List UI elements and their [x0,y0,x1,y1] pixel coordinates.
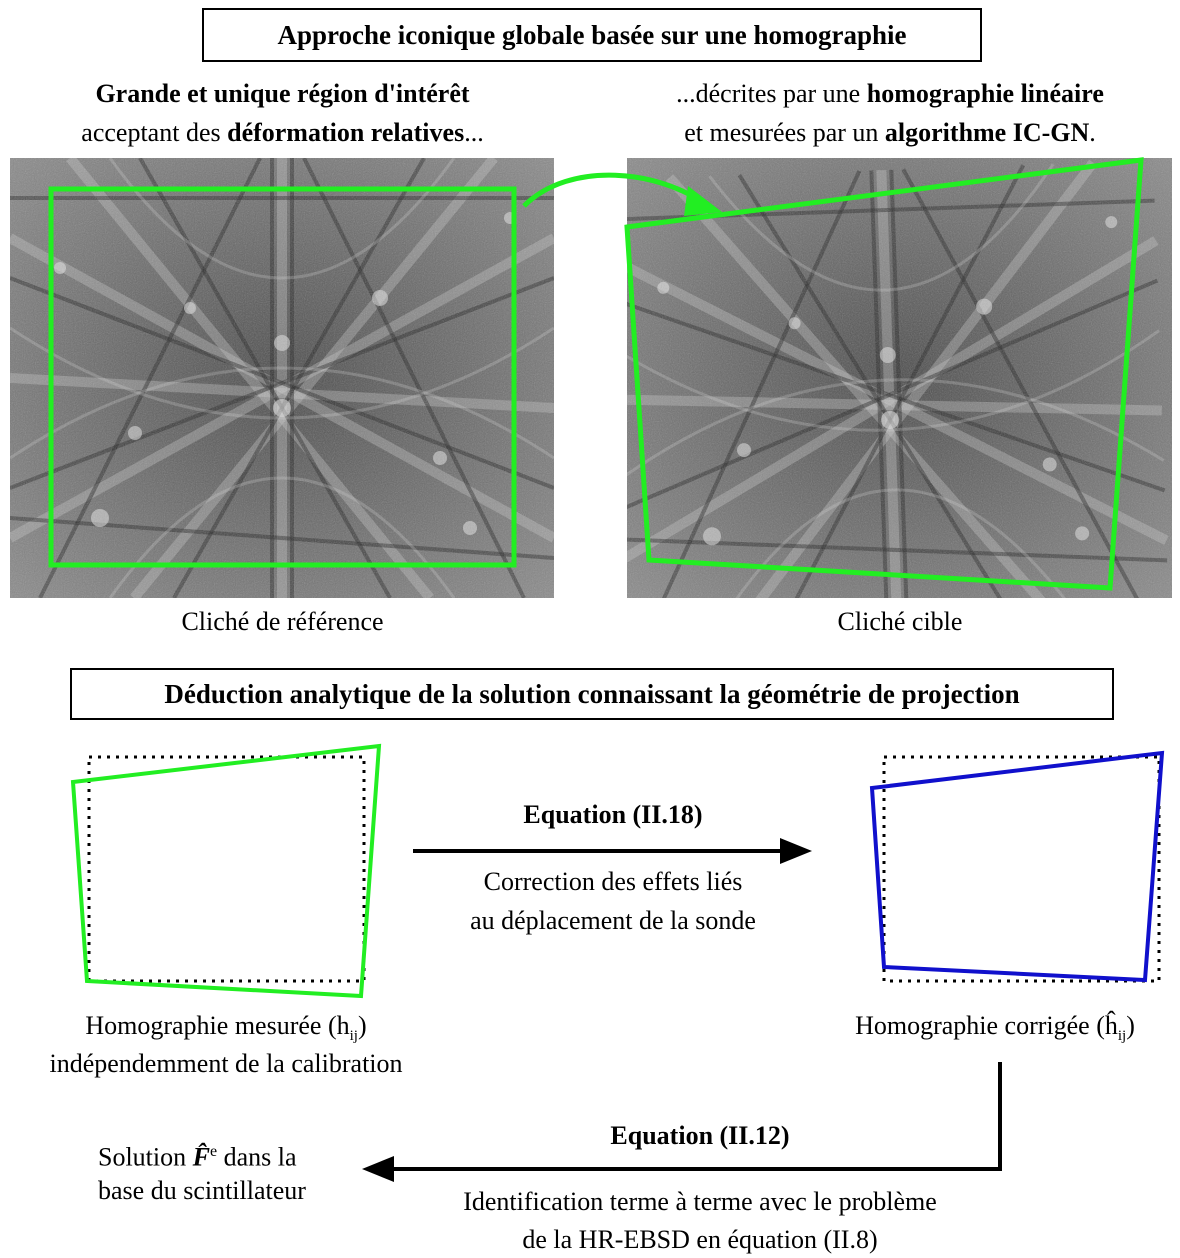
corrected-homography-quad [869,750,1165,983]
eq2-description-line1: Identification terme à terme avec le pro… [463,1187,937,1216]
target-roi-quadrilateral [624,157,1144,591]
left-caption-line2: acceptant des déformation relatives... [81,118,484,147]
right-caption-line1: ...décrites par une homographie linéaire [676,79,1104,108]
eq2-arrow-line [390,1062,1002,1171]
eq1-description-line1: Correction des effets liés [483,867,743,896]
top-section-title: Approche iconique globale basée sur une … [202,8,982,62]
left-caption-line1: Grande et unique région d'intérêt [95,79,470,108]
measured-homography-label: Homographie mesurée (hij) [85,1011,367,1045]
solution-label-line2: base du scintillateur [98,1176,306,1205]
eq2-title: Equation (II.12) [610,1121,790,1150]
target-label: Cliché cible [837,607,963,636]
bottom-section-title: Déduction analytique de la solution conn… [70,668,1114,720]
measured-homography-quad [70,743,382,999]
eq2-arrow-head [362,1156,394,1182]
corrected-reference-dotted [882,755,1161,983]
target-pattern-image [627,158,1172,598]
solution-label: Solution F̂e dans la [98,1142,297,1172]
mapping-arrow-head [684,186,722,216]
eq1-title: Equation (II.18) [523,800,703,829]
right-caption-line2: et mesurées par un algorithme IC-GN. [684,118,1096,147]
eq2-description-line2: de la HR-EBSD en équation (II.8) [522,1225,878,1254]
measured-homography-label-line2: indépendemment de la calibration [49,1049,403,1078]
eq1-description-line2: au déplacement de la sonde [470,906,756,935]
reference-pattern-image [10,158,554,598]
mapping-arrow [522,172,710,209]
reference-roi-square [48,186,517,568]
corrected-homography-label: Homographie corrigée (ĥij) [855,1011,1135,1045]
measured-reference-dotted [87,755,366,983]
reference-label: Cliché de référence [181,607,384,636]
eq1-arrow-head [780,838,812,864]
